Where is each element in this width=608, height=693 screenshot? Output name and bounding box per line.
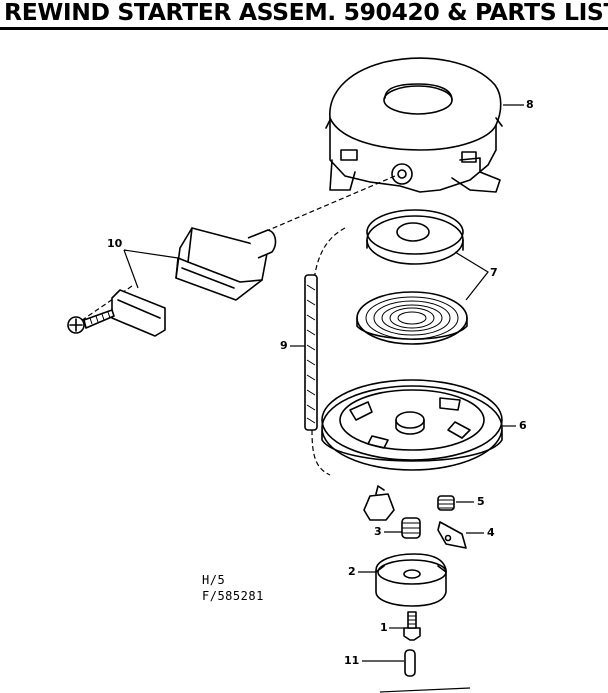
- callout-6: 6: [519, 419, 527, 432]
- leader-7: [454, 251, 489, 301]
- handle-clip-part: [111, 289, 166, 337]
- leader-10: [123, 249, 179, 289]
- callout-11: 11: [344, 654, 360, 667]
- diagram-title: REWIND STARTER ASSEM. 590420 & PARTS LIS…: [4, 0, 608, 26]
- spring-cup-part: [366, 209, 464, 265]
- callout-3: 3: [374, 525, 382, 538]
- drawing-code-line-2: F/585281: [202, 589, 264, 603]
- pin-part: [404, 649, 416, 677]
- starter-rope-part: [304, 274, 318, 431]
- callout-4: 4: [487, 526, 495, 539]
- callout-10: 10: [107, 237, 123, 250]
- starter-housing-part: [325, 57, 503, 193]
- callout-8: 8: [526, 98, 534, 111]
- handle-screw-part: [67, 309, 115, 334]
- pawl-part: [437, 521, 467, 549]
- starter-handle-part: [175, 227, 277, 301]
- pulley-part: [321, 379, 503, 471]
- callout-1: 1: [380, 621, 388, 634]
- callout-9: 9: [280, 339, 288, 352]
- pawl-spring-part: [437, 495, 455, 511]
- rope-routing-line: [249, 175, 396, 239]
- screw-part: [403, 611, 421, 641]
- rewind-spring-part: [356, 291, 468, 345]
- drawing-code-line-1: H/5: [202, 573, 226, 587]
- title-underline: [0, 27, 608, 30]
- retainer-part: [363, 485, 395, 521]
- cup-part: [375, 553, 447, 607]
- spring-3-part: [401, 517, 421, 539]
- callout-7: 7: [490, 266, 498, 279]
- callout-2: 2: [348, 565, 356, 578]
- callout-5: 5: [477, 495, 485, 508]
- page-edge-mark: [379, 687, 471, 693]
